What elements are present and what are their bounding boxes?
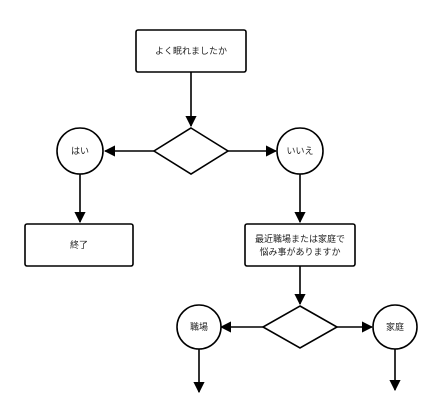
yes-label: はい [71,146,89,157]
work-node: 職場 [176,304,222,350]
worry-question-node: 最近職場または家庭で 悩み事がありますか [244,223,356,267]
worry-question-box [244,223,356,267]
worry-question-line2: 悩み事がありますか [259,246,340,258]
home-node: 家庭 [372,304,418,350]
worry-decision-diamond [261,305,339,349]
yes-node: はい [56,127,104,175]
no-node: いいえ [276,127,324,175]
home-label: 家庭 [386,321,404,333]
sleep-decision-diamond [152,127,230,175]
sleep-question-label: よく眠れましたか [155,46,227,57]
end-node: 終了 [24,223,134,267]
work-label: 職場 [190,321,208,333]
worry-question-line1: 最近職場または家庭で [255,233,345,245]
end-box [24,223,134,267]
no-label: いいえ [286,146,313,157]
end-label: 終了 [70,239,88,251]
sleep-question-node: よく眠れましたか [135,29,247,73]
